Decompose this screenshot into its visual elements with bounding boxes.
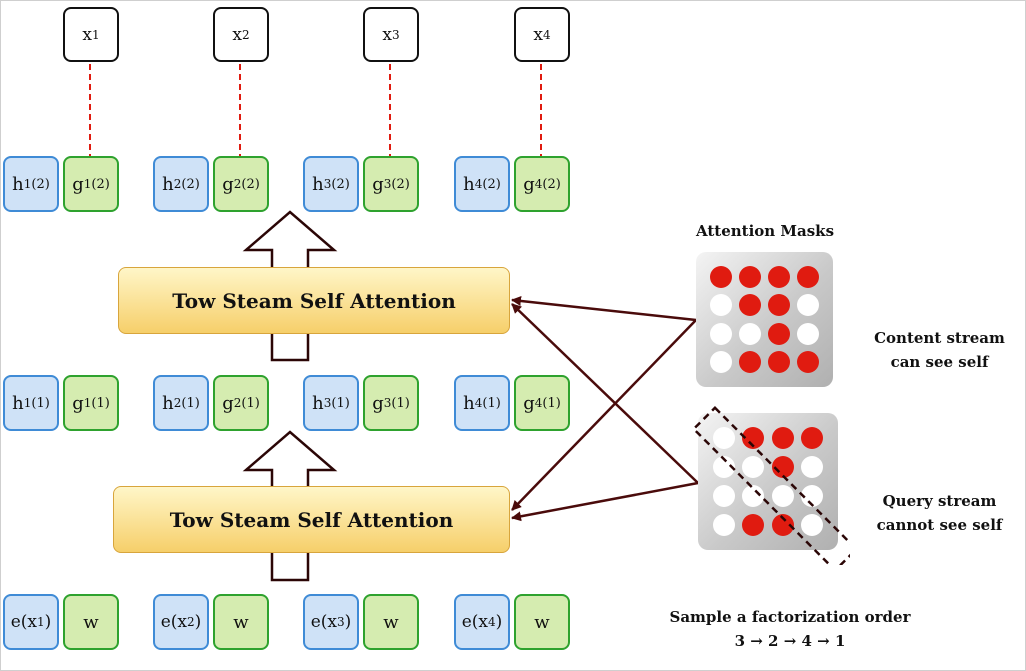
content-stream-mask [696,252,833,387]
content-mask-cell-r4-c4-visible [796,350,819,373]
query-mask-cell-r3-c1-masked [712,484,735,507]
two-stream-attention-upper: Tow Steam Self Attention [118,267,510,334]
order-step-4: 1 [834,632,846,650]
content-mask-cell-r4-c2-visible [739,350,762,373]
content-mask-cell-r2-c3-visible [767,294,790,317]
query-stream-mask [698,413,838,550]
order-step-2: 2 [768,632,779,650]
query-weight-w4: w [514,594,570,650]
order-arrow: → [778,632,802,650]
query-weight-w1: w [63,594,119,650]
attention-masks-title: Attention Masks [695,222,835,240]
query-mask-cell-r4-c4-masked [801,513,824,536]
content-mask-cell-r3-c2-masked [739,322,762,345]
content-stream-caption: Content stream can see self [874,329,1005,371]
query-mask-cell-r4-c2-visible [742,513,765,536]
query-mask-cell-r4-c1-masked [712,513,735,536]
content-to-upper-link [511,296,697,322]
query-mask-cell-r2-c2-masked [742,456,765,479]
diagonal-highlight [691,405,850,565]
mask-links [511,296,699,522]
content-mask-cell-r2-c1-masked [710,294,733,317]
query-to-upper-link [511,303,699,484]
query-mask-cell-r3-c2-masked [742,484,765,507]
query-mask-cell-r3-c3-masked [771,484,794,507]
query-mask-cell-r2-c3-visible [771,456,794,479]
order-arrow: → [745,632,769,650]
order-step-1: 3 [734,632,746,650]
query-stream-caption: Query stream cannot see self [876,492,1003,534]
order-arrow: → [811,632,835,650]
factorization-caption: Sample a factorization order 3 → 2 → 4 →… [650,605,930,653]
query-weight-w2: w [213,594,269,650]
output-dashed-links [89,64,542,157]
content-mask-cell-r4-c3-visible [767,350,790,373]
order-step-3: 4 [801,632,812,650]
content-to-lower-link [511,319,697,511]
content-mask-cell-r2-c2-visible [739,294,762,317]
content-mask-cell-r2-c4-masked [796,294,819,317]
query-mask-cell-r1-c2-visible [742,427,765,450]
content-mask-cell-r4-c1-masked [710,350,733,373]
query-mask-cell-r2-c4-masked [801,456,824,479]
content-mask-cell-r3-c3-visible [767,322,790,345]
query-mask-cell-r3-c4-masked [801,484,824,507]
content-mask-cell-r3-c4-masked [796,322,819,345]
query-mask-cell-r2-c1-masked [712,456,735,479]
query-weight-w3: w [363,594,419,650]
query-mask-cell-r1-c1-masked [712,427,735,450]
factorization-order: 3 → 2 → 4 → 1 [650,629,930,653]
content-mask-cell-r1-c1-visible [710,266,733,289]
query-mask-cell-r1-c4-visible [801,427,824,450]
content-mask-cell-r1-c3-visible [767,266,790,289]
query-mask-cell-r4-c3-visible [771,513,794,536]
content-mask-cell-r1-c2-visible [739,266,762,289]
two-stream-attention-lower: Tow Steam Self Attention [113,486,510,553]
query-to-lower-link [511,481,699,522]
content-mask-cell-r1-c4-visible [796,266,819,289]
query-mask-cell-r1-c3-visible [771,427,794,450]
content-mask-cell-r3-c1-masked [710,322,733,345]
